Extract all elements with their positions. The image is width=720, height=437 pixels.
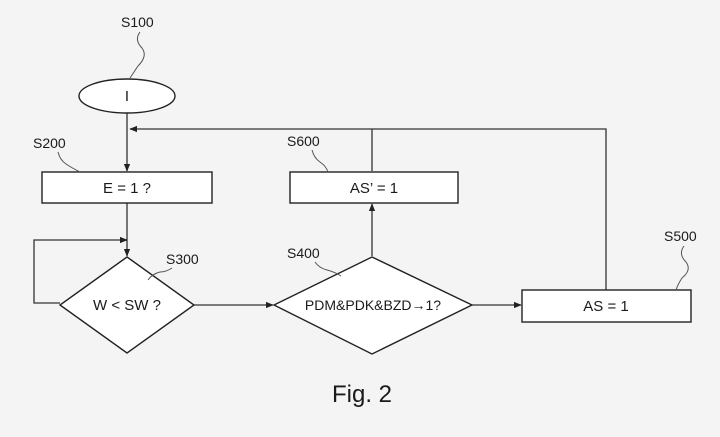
step-label-s300: S300 xyxy=(166,251,199,267)
leader-s300 xyxy=(147,267,173,281)
node-set-as-prime: AS’ = 1 xyxy=(289,171,459,204)
node-check-w: W < SW ? xyxy=(58,256,196,354)
node-check-pdm: PDM&PDK&BZD→1? xyxy=(272,256,474,355)
leader-s600 xyxy=(311,149,329,173)
edge-s300-loop xyxy=(33,239,127,304)
figure-caption: Fig. 2 xyxy=(332,381,392,408)
node-start-text: I xyxy=(125,88,129,105)
edges xyxy=(33,113,607,309)
node-set-as-text: AS = 1 xyxy=(583,298,628,315)
leader-s500 xyxy=(675,245,689,291)
step-label-s400: S400 xyxy=(287,245,320,261)
step-label-s100: S100 xyxy=(121,14,154,30)
leader-s200 xyxy=(57,151,81,173)
step-label-s500: S500 xyxy=(664,228,697,244)
node-set-as-prime-text: AS’ = 1 xyxy=(350,180,398,197)
edge-s500-return xyxy=(129,125,607,290)
node-set-as: AS = 1 xyxy=(521,289,692,323)
leader-s100 xyxy=(129,31,145,79)
node-check-e: E = 1 ? xyxy=(41,171,213,204)
step-label-s200: S200 xyxy=(33,135,66,151)
leader-s400 xyxy=(314,261,342,277)
step-labels: S100 S200 S300 S400 S600 S500 xyxy=(33,14,697,291)
step-label-s600: S600 xyxy=(287,133,320,149)
node-start: I xyxy=(78,78,176,114)
node-check-e-text: E = 1 ? xyxy=(103,180,151,197)
node-check-pdm-text: PDM&PDK&BZD→1? xyxy=(305,297,441,313)
node-check-w-text: W < SW ? xyxy=(93,297,161,314)
